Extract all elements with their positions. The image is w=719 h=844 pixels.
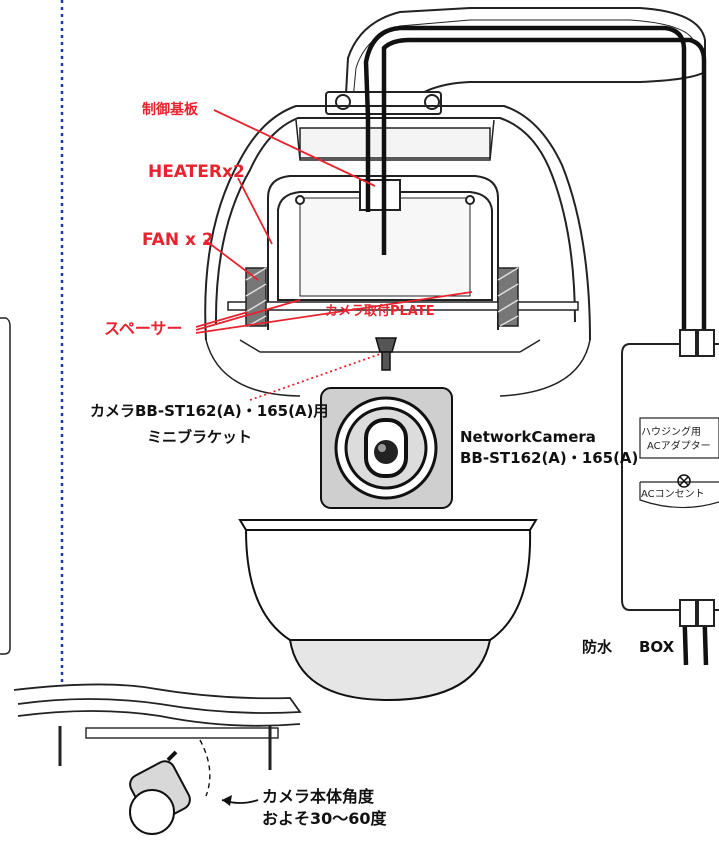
circle-cross-icon bbox=[677, 474, 691, 488]
label-box-waterproof: 防水 bbox=[582, 638, 613, 656]
dome-cover bbox=[238, 519, 538, 702]
tilted-camera bbox=[129, 750, 191, 835]
label-camera-line2: BB-ST162(A)・165(A) bbox=[460, 449, 639, 467]
angle-arc bbox=[199, 739, 211, 797]
label-adapter-line1: ハウジング用 bbox=[641, 427, 701, 438]
label-camera-line1: NetworkCamera bbox=[460, 428, 596, 446]
side-panel-outline bbox=[0, 317, 11, 655]
label-outlet: ACコンセント bbox=[641, 489, 705, 500]
label-angle-line1: カメラ本体角度 bbox=[262, 787, 375, 806]
label-spacer: スペーサー bbox=[104, 319, 183, 338]
network-camera bbox=[320, 387, 453, 509]
callout-lines bbox=[195, 109, 473, 401]
label-camera-plate: カメラ取付PLATE bbox=[325, 304, 435, 319]
label-angle-line2: およそ30～60度 bbox=[262, 809, 387, 828]
leader-spacer-1 bbox=[195, 311, 249, 328]
leader-control-board bbox=[213, 109, 376, 187]
leader-fan bbox=[204, 239, 259, 281]
label-fan: FAN x 2 bbox=[142, 230, 214, 250]
label-box-word: BOX bbox=[639, 638, 675, 656]
waterproof-box bbox=[621, 329, 719, 627]
label-control-board: 制御基板 bbox=[142, 102, 198, 118]
label-adapter-line2: ACアダプター bbox=[647, 441, 711, 452]
angle-arrow-head bbox=[222, 795, 232, 806]
label-bracket-line2: ミニブラケット bbox=[147, 428, 253, 446]
mini-bracket bbox=[375, 337, 397, 371]
leader-spacer-2 bbox=[195, 299, 301, 331]
side-view-housing bbox=[13, 683, 302, 770]
label-heater: HEATERx2 bbox=[148, 162, 245, 182]
label-bracket-line1: カメラBB-ST162(A)・165(A)用 bbox=[90, 402, 329, 420]
leader-spacer-3 bbox=[195, 291, 473, 334]
housing-shell bbox=[204, 105, 591, 397]
leader-heater bbox=[237, 177, 273, 245]
